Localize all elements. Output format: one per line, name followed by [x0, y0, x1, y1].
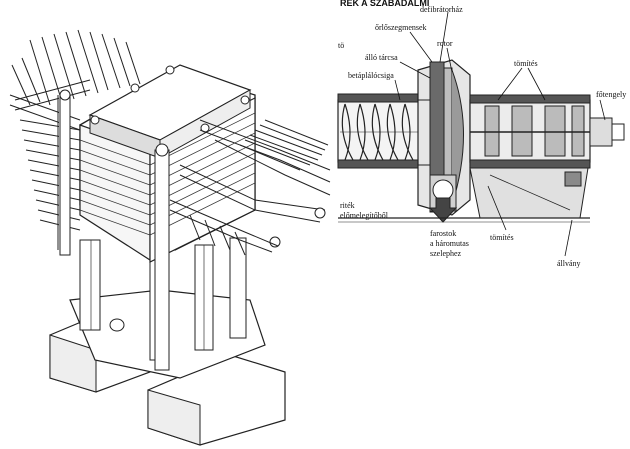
- part-labels: defibrátorház őrlőszegmensek rotor tö ál…: [338, 5, 626, 268]
- leader-lines: [394, 11, 606, 257]
- label-grinding-segments: őrlőszegmensek: [375, 23, 427, 32]
- defibrator-housing: [337, 59, 625, 223]
- label-from-preheater: riték előmelegítőből: [340, 201, 389, 220]
- press-machine-drawing: [9, 29, 331, 446]
- discharge-outlet: [428, 174, 458, 223]
- left-arm-stack: [19, 95, 81, 250]
- rear-rod-rack: [9, 29, 141, 131]
- label-seal-bottom: tömítés: [490, 233, 514, 242]
- front-conveyor: [169, 119, 331, 256]
- defibrator-drawing: REK A SZABADALMI: [337, 0, 626, 268]
- header-fragment: REK A SZABADALMI: [340, 0, 429, 8]
- label-fibers-line-1: farostok: [430, 229, 456, 238]
- label-fibers-line-2: a háromutas: [430, 239, 469, 248]
- label-rotor: rotor: [437, 39, 453, 48]
- label-fibers-line-3: szelephez: [430, 249, 462, 258]
- label-feed-screw: betáplálócsiga: [348, 71, 394, 80]
- label-from-preheater-line-2: előmelegítőből: [340, 211, 389, 220]
- label-edge-fragment: tö: [338, 41, 344, 50]
- label-fibers-to-valve: farostok a háromutas szelephez: [430, 229, 471, 258]
- front-pillars: [59, 89, 170, 371]
- label-fixed-disc: álló tárcsa: [365, 53, 398, 62]
- bearing-segments: [484, 105, 585, 157]
- feed-screw-helix: [340, 103, 428, 161]
- label-from-preheater-line-1: riték: [340, 201, 355, 210]
- machine-stand: [338, 167, 590, 223]
- label-stand: állvány: [557, 259, 581, 268]
- label-seals-top: tömítés: [514, 59, 538, 68]
- label-defibrator-house: defibrátorház: [420, 5, 463, 14]
- label-main-shaft: főtengely: [596, 90, 626, 99]
